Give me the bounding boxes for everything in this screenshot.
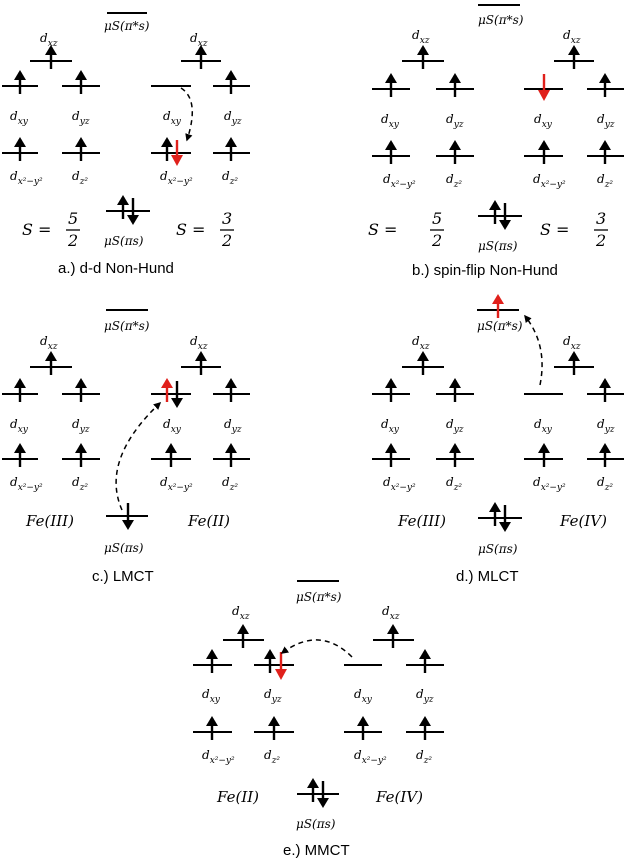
svg-text:dx²−y²: dx²−y² (354, 748, 387, 766)
svg-text:dxz: dxz (563, 334, 581, 352)
svg-text:dxy: dxy (381, 112, 400, 130)
svg-text:dxz: dxz (382, 604, 400, 622)
panel-c: μS(π*s) dxz dxy dyz dx²−y² dz² dxz dxy d… (2, 309, 250, 585)
svg-text:dz²: dz² (222, 169, 238, 187)
svg-text:dyz: dyz (72, 109, 90, 127)
svg-text:dxy: dxy (534, 112, 553, 130)
svg-text:b.) spin-flip Non-Hund: b.) spin-flip Non-Hund (412, 262, 558, 279)
svg-text:dxz: dxz (40, 334, 58, 352)
svg-text:dxy: dxy (10, 417, 29, 435)
svg-text:dx²−y²: dx²−y² (533, 475, 566, 493)
panel-b: μS(π*s) dxz dxy dyz dx²−y² dz² dxz dxy d… (368, 4, 624, 279)
panel-a: μS(π*s) dxz dxy dyz dx²−y² dz² dxz dxy d… (2, 12, 250, 277)
svg-text:dxz: dxz (232, 604, 250, 622)
svg-text:3: 3 (596, 209, 606, 228)
svg-text:dx²−y²: dx²−y² (160, 169, 193, 187)
svg-text:dxy: dxy (202, 687, 221, 705)
svg-text:dyz: dyz (446, 112, 464, 130)
svg-text:dyz: dyz (597, 112, 615, 130)
svg-text:Fe(II): Fe(II) (216, 788, 259, 806)
svg-text:S =: S = (368, 220, 397, 239)
svg-text:dz²: dz² (597, 172, 613, 190)
svg-text:dxy: dxy (10, 109, 29, 127)
svg-text:dxz: dxz (190, 334, 208, 352)
svg-text:μS(π*s): μS(π*s) (104, 19, 150, 33)
svg-text:5: 5 (432, 209, 442, 228)
svg-text:3: 3 (222, 209, 232, 228)
svg-text:μS(π*s): μS(π*s) (477, 319, 523, 333)
svg-text:dxy: dxy (163, 417, 182, 435)
svg-text:μS(πs): μS(πs) (104, 234, 144, 248)
svg-text:Fe(III): Fe(III) (25, 512, 74, 530)
svg-text:dyz: dyz (597, 417, 615, 435)
svg-text:5: 5 (68, 209, 78, 228)
svg-text:Fe(IV): Fe(IV) (375, 788, 423, 806)
svg-text:μS(π*s): μS(π*s) (296, 590, 342, 604)
svg-text:μS(πs): μS(πs) (104, 541, 144, 555)
svg-text:e.) MMCT: e.) MMCT (283, 842, 350, 859)
svg-text:dx²−y²: dx²−y² (383, 475, 416, 493)
svg-text:μS(π*s): μS(π*s) (478, 13, 524, 27)
svg-text:dz²: dz² (446, 172, 462, 190)
svg-text:dxz: dxz (190, 31, 208, 49)
svg-text:dx²−y²: dx²−y² (10, 475, 43, 493)
svg-text:S =: S = (540, 220, 569, 239)
svg-text:μS(πs): μS(πs) (296, 817, 336, 831)
svg-text:dxy: dxy (381, 417, 400, 435)
svg-text:dx²−y²: dx²−y² (10, 169, 43, 187)
svg-text:dz²: dz² (72, 475, 88, 493)
svg-text:Fe(III): Fe(III) (397, 512, 446, 530)
svg-text:2: 2 (431, 231, 442, 250)
svg-text:dyz: dyz (224, 109, 242, 127)
svg-text:μS(π*s): μS(π*s) (104, 319, 150, 333)
svg-text:S =: S = (22, 220, 51, 239)
svg-text:2: 2 (595, 231, 606, 250)
panel-e: μS(π*s) dxz dxy dyz dx²−y² dz² dxz dxy d… (193, 580, 444, 859)
svg-text:dx²−y²: dx²−y² (160, 475, 193, 493)
svg-text:dx²−y²: dx²−y² (202, 748, 235, 766)
svg-text:dxz: dxz (412, 334, 430, 352)
svg-text:dz²: dz² (597, 475, 613, 493)
svg-text:S =: S = (176, 220, 205, 239)
svg-text:dxy: dxy (354, 687, 373, 705)
svg-text:dyz: dyz (264, 687, 282, 705)
svg-text:dxy: dxy (163, 109, 182, 127)
svg-text:dz²: dz² (446, 475, 462, 493)
svg-text:μS(πs): μS(πs) (478, 542, 518, 556)
svg-text:dx²−y²: dx²−y² (533, 172, 566, 190)
svg-text:dx²−y²: dx²−y² (383, 172, 416, 190)
svg-text:dyz: dyz (416, 687, 434, 705)
svg-text:2: 2 (67, 231, 78, 250)
svg-text:dz²: dz² (416, 748, 432, 766)
svg-text:a.) d-d Non-Hund: a.) d-d Non-Hund (58, 260, 174, 277)
panel-d: μS(π*s) dxz dxy dyz dx²−y² dz² dxz dxy d… (372, 294, 624, 585)
svg-text:μS(πs): μS(πs) (478, 239, 518, 253)
svg-text:dxz: dxz (412, 28, 430, 46)
svg-text:dyz: dyz (446, 417, 464, 435)
svg-text:Fe(IV): Fe(IV) (559, 512, 607, 530)
svg-text:c.) LMCT: c.) LMCT (92, 568, 154, 585)
svg-text:d.) MLCT: d.) MLCT (456, 568, 519, 585)
svg-text:dxy: dxy (534, 417, 553, 435)
svg-text:dyz: dyz (224, 417, 242, 435)
svg-text:dz²: dz² (264, 748, 280, 766)
svg-text:dxz: dxz (563, 28, 581, 46)
svg-text:dz²: dz² (222, 475, 238, 493)
svg-text:2: 2 (221, 231, 232, 250)
svg-text:dyz: dyz (72, 417, 90, 435)
svg-text:dxz: dxz (40, 31, 58, 49)
svg-text:Fe(II): Fe(II) (187, 512, 230, 530)
svg-text:dz²: dz² (72, 169, 88, 187)
